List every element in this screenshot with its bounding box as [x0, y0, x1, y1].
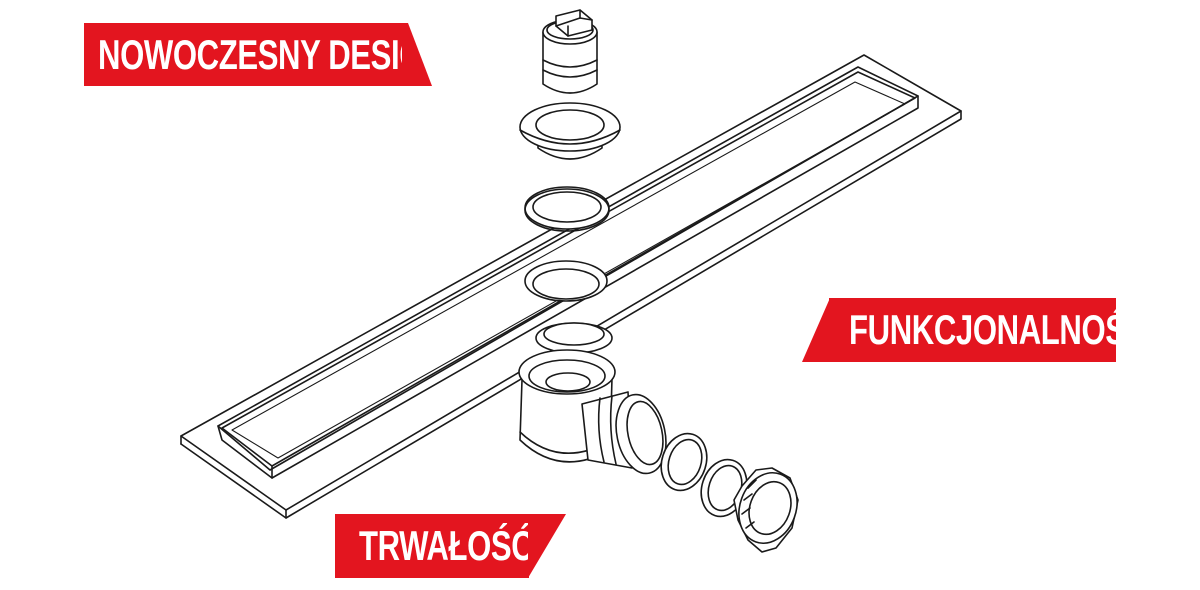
o-ring [535, 322, 613, 354]
label-functionality-tail [802, 298, 830, 362]
pipe-ring-1 [660, 432, 708, 492]
label-durability-text: TRWAŁOŚĆ [359, 522, 529, 569]
union-nut [733, 467, 799, 553]
label-modern-design-text: NOWOCZESNY DESIGN [98, 30, 404, 78]
label-modern-design: NOWOCZESNY DESIGN [84, 23, 404, 86]
trap-insert [542, 9, 598, 94]
label-functionality-text: FUNKCJONALNOŚĆ [849, 306, 1116, 353]
label-durability: TRWAŁOŚĆ [335, 514, 529, 578]
channel-outlet-hole [524, 260, 608, 302]
flange-ring [519, 102, 621, 160]
label-modern-design-tail [402, 23, 432, 86]
label-functionality: FUNKCJONALNOŚĆ [829, 298, 1116, 362]
siphon-body [518, 349, 667, 475]
flat-gasket [524, 186, 610, 232]
label-durability-tail [528, 514, 566, 578]
